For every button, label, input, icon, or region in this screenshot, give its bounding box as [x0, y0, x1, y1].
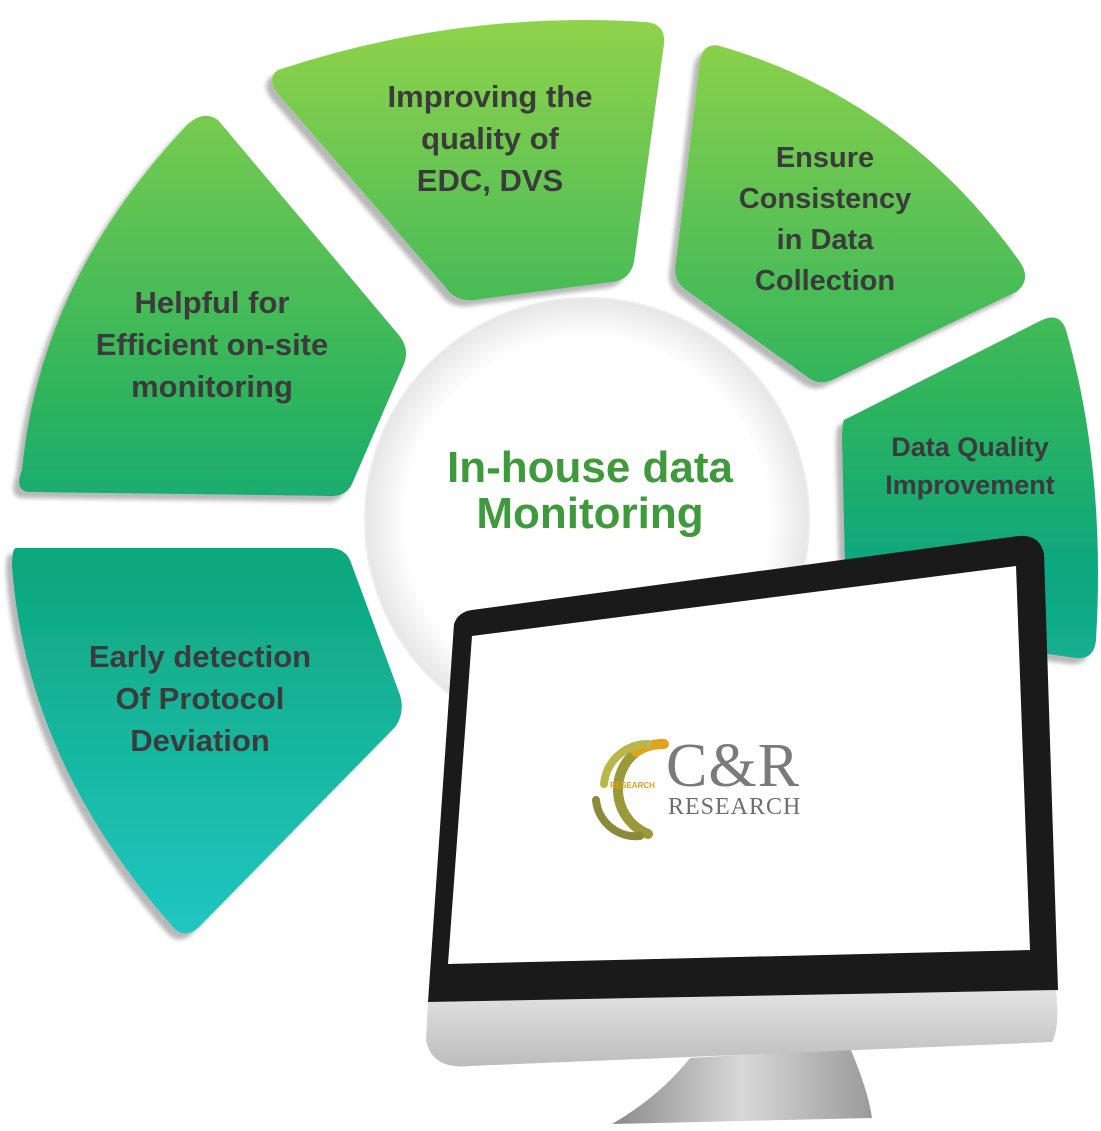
petal-early-detection	[12, 548, 402, 934]
center-title: In-house data Monitoring	[380, 445, 800, 537]
segment-line: Consistency	[738, 183, 912, 215]
petal-improving-quality	[272, 20, 665, 301]
monitor	[426, 535, 1058, 1124]
petal-ensure-consistency	[675, 45, 1026, 383]
segment-line: Collection	[754, 265, 896, 297]
segment-label-ensure-consistency: Ensure Consistency in Data Collection	[720, 138, 930, 302]
segment-line: Of Protocol	[115, 681, 285, 716]
segment-label-data-quality: Data Quality Improvement	[850, 428, 1090, 504]
segment-line: Improving the	[387, 79, 593, 114]
petal-helpful-onsite	[19, 115, 406, 496]
monitor-screen	[448, 566, 1030, 964]
logo-mark	[592, 739, 669, 841]
segment-line: EDC, DVS	[416, 163, 564, 198]
segment-line: monitoring	[131, 369, 293, 404]
segment-line: quality of	[421, 121, 559, 156]
segment-label-improving-quality: Improving the quality of EDC, DVS	[350, 76, 630, 202]
segment-line: Early detection	[88, 639, 312, 674]
segment-line: in Data	[776, 224, 874, 256]
center-title-line2: Monitoring	[476, 489, 704, 538]
segment-line: Helpful for	[134, 285, 290, 320]
center-title-line1: In-house data	[446, 443, 734, 492]
monitor-chin	[426, 990, 1058, 1067]
segment-line: Deviation	[130, 723, 270, 758]
logo-wordmark: C&R	[666, 732, 800, 800]
segment-label-helpful-onsite: Helpful for Efficient on-site monitoring	[62, 282, 362, 408]
logo-badge: RESEARCH	[610, 781, 655, 790]
segment-line: Efficient on-site	[95, 327, 329, 362]
segment-label-early-detection: Early detection Of Protocol Deviation	[40, 636, 360, 762]
petal-group	[12, 20, 1098, 934]
monitor-stand	[612, 1048, 872, 1124]
segment-line: Ensure	[775, 142, 875, 174]
segment-line: Improvement	[885, 470, 1055, 500]
logo-subtitle: RESEARCH	[668, 794, 802, 820]
segment-line: Data Quality	[891, 432, 1049, 462]
